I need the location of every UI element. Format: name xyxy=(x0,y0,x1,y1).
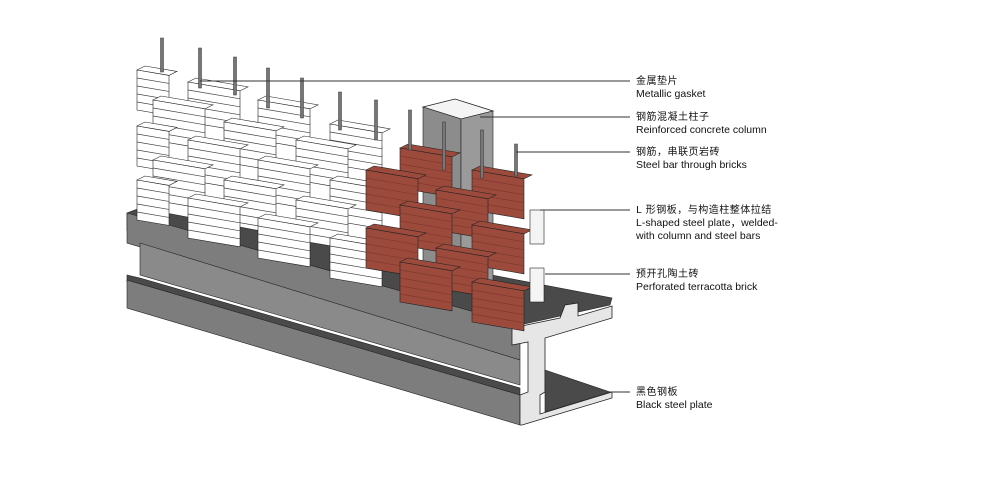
label-en: L-shaped steel plate，welded- xyxy=(636,217,778,229)
label-zh: 钢筋混凝土柱子 xyxy=(636,112,710,123)
steel-bar xyxy=(233,56,237,96)
label-en: Metallic gasket xyxy=(636,88,706,100)
steel-bar xyxy=(266,67,270,109)
label-zh: 钢筋，串联页岩砖 xyxy=(636,147,720,158)
white-brick-block xyxy=(257,213,319,268)
steel-bar xyxy=(160,37,164,73)
steel-bars xyxy=(160,37,518,179)
steel-bar xyxy=(480,129,484,179)
label-zh: 黑色钢板 xyxy=(636,387,678,398)
leader-lines xyxy=(200,80,630,393)
label-l-steel-plate: L 形钢板，与构造柱整体拉结 L-shaped steel plate，weld… xyxy=(636,204,778,243)
steel-bar xyxy=(300,77,304,119)
white-brick-block xyxy=(187,193,249,248)
terracotta-brick-block xyxy=(399,257,461,312)
white-brick-courses xyxy=(136,65,391,288)
steel-bar xyxy=(374,99,378,141)
label-en: Perforated terracotta brick xyxy=(636,281,758,293)
steel-bar xyxy=(198,47,202,89)
label-perforated-brick: 预开孔陶土砖 Perforated terracotta brick xyxy=(636,268,757,294)
steel-bar xyxy=(408,109,412,151)
label-en: Steel bar through bricks xyxy=(636,159,747,171)
label-zh: 预开孔陶土砖 xyxy=(636,269,699,280)
steel-bar xyxy=(514,143,518,177)
steel-bar xyxy=(338,91,342,131)
terracotta-brick-block xyxy=(471,277,533,332)
white-brick-block xyxy=(136,175,178,226)
label-concrete-column: 钢筋混凝土柱子 Reinforced concrete column xyxy=(636,111,767,137)
label-zh: L 形钢板，与构造柱整体拉结 xyxy=(636,205,772,216)
label-en: Black steel plate xyxy=(636,399,713,411)
label-zh: 金属垫片 xyxy=(636,76,678,87)
label-en: Reinforced concrete column xyxy=(636,124,767,136)
label-steel-bar: 钢筋，串联页岩砖 Steel bar through bricks xyxy=(636,146,747,172)
black-steel-plate-beam xyxy=(126,207,613,426)
label-metallic-gasket: 金属垫片 Metallic gasket xyxy=(636,75,705,101)
label-black-steel-plate: 黑色钢板 Black steel plate xyxy=(636,386,712,412)
label-en-2: with column and steel bars xyxy=(636,230,761,242)
steel-bar xyxy=(442,121,446,171)
perforated-brick-ends xyxy=(529,209,545,303)
